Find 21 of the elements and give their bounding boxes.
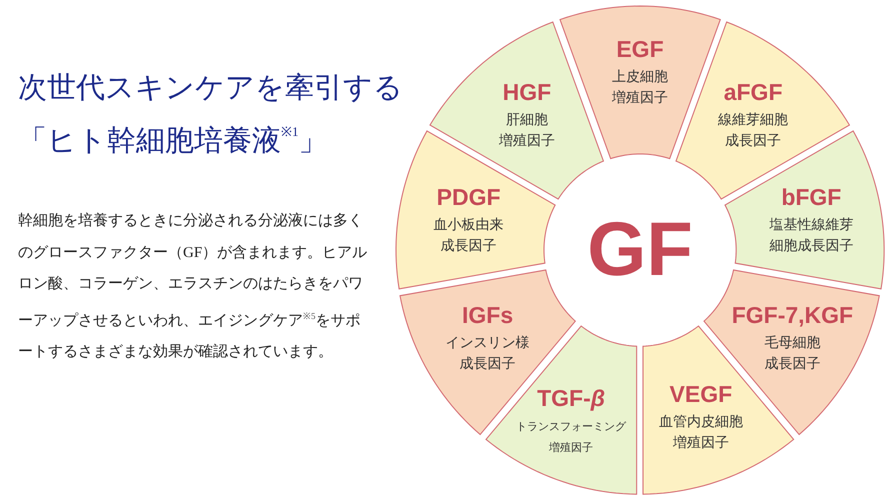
description-paragraph: 幹細胞を培養するときに分泌される分泌液には多くのグロースファクター（GF）が含まれます。ヒアルロン酸、コラーゲン、エラスチンのはたらきをパワーアップさせるといわれ、エイジングケア$^{※5}$をサポートするさまざまな効果が確認されています。 [18, 212, 368, 362]
factor-name: FGF-7,KGF [732, 300, 854, 329]
factor-name: aFGF [722, 78, 784, 106]
factor-name: HGF [502, 78, 552, 106]
factor-name: VEGF [668, 380, 734, 408]
factor-name: TGF-β [536, 384, 606, 412]
factor-description: 血管内皮細胞増殖因子 [658, 413, 743, 454]
factor-name: PDGF [436, 182, 502, 211]
factor-description: インスリン様成長因子 [446, 334, 530, 374]
factor-description: 毛母細胞成長因子 [763, 334, 822, 374]
factor-description: 塩基性線維芽細胞成長因子 [769, 216, 854, 256]
factor-description: トランスフォーミング増殖因子 [516, 418, 626, 456]
factor-description: 肝細胞増殖因子 [498, 111, 555, 152]
factor-description: 線維芽細胞成長因子 [718, 111, 788, 152]
factor-name: bFGF [780, 182, 842, 211]
factor-name: IGFs [461, 300, 514, 329]
heading: 次世代スキンケアを牽引する「ヒト幹細胞培養液$^{※1}$」 [18, 71, 404, 159]
factor-description: 上皮細胞増殖因子 [612, 68, 668, 108]
factor-name: EGF [615, 35, 665, 63]
factor-description: 血小板由来成長因子 [434, 216, 504, 256]
center-label: GF [587, 210, 693, 290]
